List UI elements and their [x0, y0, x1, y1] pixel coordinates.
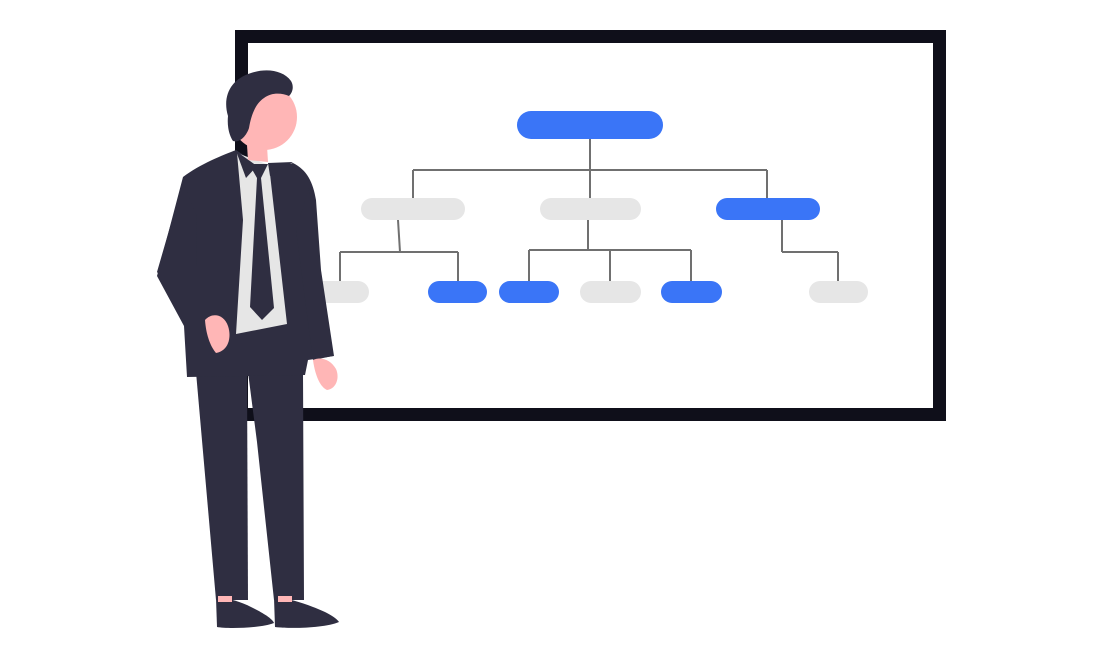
org-node-leaf-center-3: [661, 281, 722, 303]
person-right-arm: [296, 188, 333, 360]
person-left-hand: [205, 315, 230, 353]
person-right-shoe: [274, 598, 339, 628]
person-hair: [226, 70, 293, 142]
person-left-leg: [196, 372, 248, 600]
org-node-leaf-right-1: [809, 281, 868, 303]
org-chart-nodes: [311, 111, 868, 303]
person-collar: [236, 151, 257, 178]
person-figure: [157, 70, 339, 628]
org-node-leaf-center-2: [580, 281, 641, 303]
person-left-arm: [157, 182, 227, 334]
org-node-root: [517, 111, 663, 139]
org-node-branch-center: [540, 198, 641, 220]
person-right-ankle: [278, 596, 292, 602]
whiteboard-surface: [248, 43, 933, 408]
person-tie: [249, 164, 274, 320]
org-node-branch-left: [361, 198, 465, 220]
person-right-leg: [248, 372, 304, 600]
org-chart-connectors: [339, 138, 839, 282]
org-node-leaf-left-2: [428, 281, 487, 303]
person-left-ankle: [218, 596, 232, 602]
org-node-branch-right: [716, 198, 820, 220]
org-node-leaf-center-1: [499, 281, 559, 303]
person-left-shoe: [216, 598, 274, 628]
person-right-hand: [313, 358, 338, 390]
org-node-leaf-left-1: [311, 281, 369, 303]
person-collar-right: [268, 162, 293, 176]
